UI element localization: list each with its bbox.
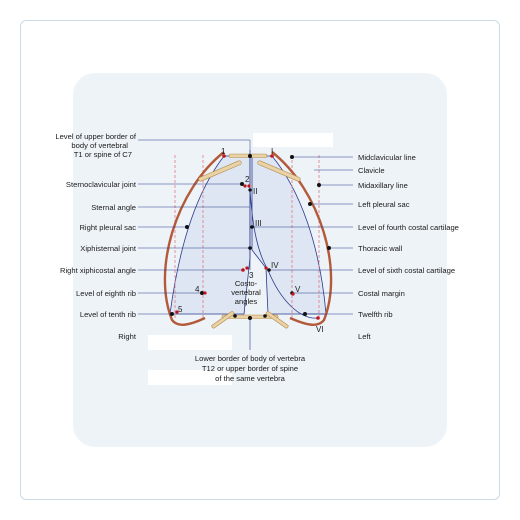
- roman-III: III: [255, 219, 262, 228]
- label-mask: [148, 370, 232, 385]
- label-costal-margin: Costal margin: [358, 289, 405, 298]
- label-upper-border-line3: T1 or spine of C7: [74, 150, 132, 159]
- leader-lines-left: [138, 139, 251, 315]
- label-lower-border-line1: Lower border of body of vertebra: [195, 354, 306, 363]
- label-costovertebral-line2: vertebral: [231, 288, 261, 297]
- label-right-pleural-sac: Right pleural sac: [79, 223, 136, 232]
- label-upper-border-line1: Level of upper border of: [55, 132, 137, 141]
- label-xiphisternal-joint: Xiphisternal joint: [80, 244, 137, 253]
- label-midaxillary-line: Midaxillary line: [358, 181, 408, 190]
- label-eighth-rib: Level of eighth rib: [76, 289, 136, 298]
- left-pleural-sac-outline: [251, 155, 327, 315]
- label-sixth-costal-cartilage: Level of sixth costal cartilage: [358, 266, 455, 275]
- landmark-points-red: [175, 154, 320, 320]
- label-mask: [253, 133, 333, 147]
- label-thoracic-wall: Thoracic wall: [358, 244, 403, 253]
- first-rib-heads: [228, 153, 268, 158]
- numeral-4: 4: [195, 285, 200, 294]
- numeral-5: 5: [178, 305, 183, 314]
- label-fourth-costal-cartilage: Level of fourth costal cartilage: [358, 223, 459, 232]
- label-left: Left: [358, 332, 372, 341]
- label-sternal-angle: Sternal angle: [91, 203, 136, 212]
- label-twelfth-rib: Twelfth rib: [358, 310, 393, 319]
- clavicle: [198, 160, 301, 182]
- label-mask: [148, 335, 232, 350]
- midclavicular-midaxillary-lines: [174, 155, 320, 318]
- label-sternoclavicular-joint: Sternoclavicular joint: [66, 180, 137, 189]
- numeral-3: 3: [249, 271, 254, 280]
- roman-II: II: [253, 187, 257, 196]
- label-tenth-rib: Level of tenth rib: [80, 310, 136, 319]
- label-right: Right: [118, 332, 137, 341]
- roman-I: I: [271, 147, 273, 156]
- numeral-2: 2: [245, 175, 250, 184]
- leader-lines-right: [252, 156, 353, 315]
- label-costovertebral-line3: angles: [235, 297, 258, 306]
- roman-V: V: [295, 285, 301, 294]
- label-lower-border-line2: T12 or upper border of spine: [202, 364, 298, 373]
- roman-VI: VI: [316, 325, 324, 334]
- label-upper-border-line2: body of vertebral: [71, 141, 128, 150]
- label-right-xiphicostal-angle: Right xiphicostal angle: [60, 266, 136, 275]
- label-lower-border-line3: of the same vertebra: [215, 374, 285, 383]
- numeral-1: 1: [221, 147, 226, 156]
- label-midclavicular-line: Midclavicular line: [358, 153, 416, 162]
- label-clavicle: Clavicle: [358, 166, 385, 175]
- label-costovertebral-line1: Costo-: [235, 279, 258, 288]
- roman-IV: IV: [271, 261, 279, 270]
- label-left-pleural-sac: Left pleural sac: [358, 200, 410, 209]
